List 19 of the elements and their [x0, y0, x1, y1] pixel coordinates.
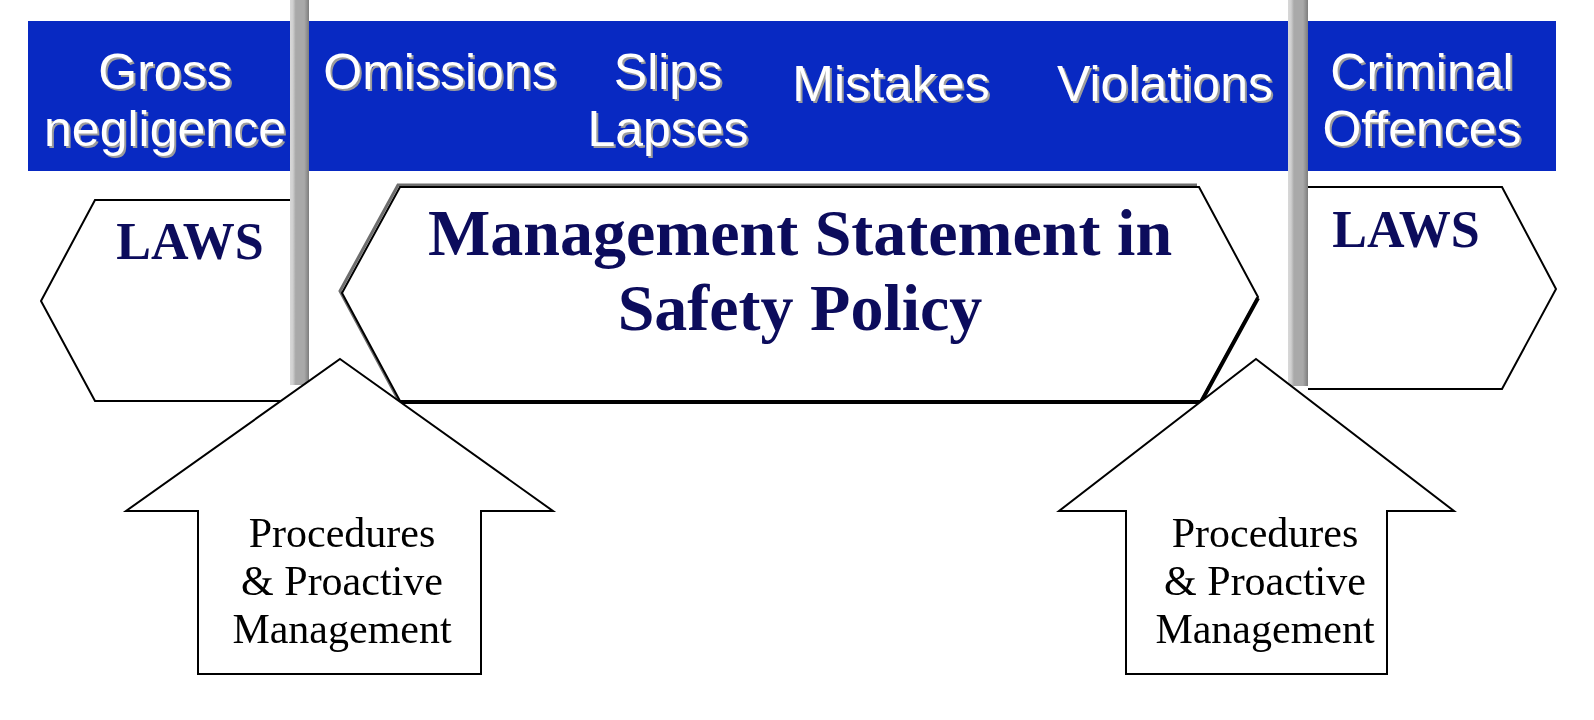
sign-label: Management Statement in Safety Policy — [426, 195, 1174, 345]
up-arrow — [125, 357, 555, 676]
band-label: Slips Lapses — [587, 44, 749, 158]
arrow-label: Procedures & Proactive Management — [231, 509, 453, 653]
band-label: Violations — [1057, 56, 1273, 113]
divider-pole — [1288, 0, 1308, 386]
sign-label: LAWS — [1332, 200, 1480, 260]
band-label: Mistakes — [792, 56, 990, 113]
sign-label: LAWS — [116, 212, 264, 272]
arrow-label: Procedures & Proactive Management — [1154, 509, 1376, 653]
pentagon-sign — [39, 199, 290, 402]
up-arrow — [1058, 357, 1456, 676]
band-label: Gross negligence — [44, 44, 286, 158]
header-band — [28, 21, 1556, 171]
hexagon-sign — [336, 182, 1262, 406]
band-label: Omissions — [323, 44, 557, 101]
pentagon-sign — [1308, 186, 1558, 390]
divider-pole — [290, 0, 309, 385]
band-label: Criminal Offences — [1322, 44, 1522, 158]
